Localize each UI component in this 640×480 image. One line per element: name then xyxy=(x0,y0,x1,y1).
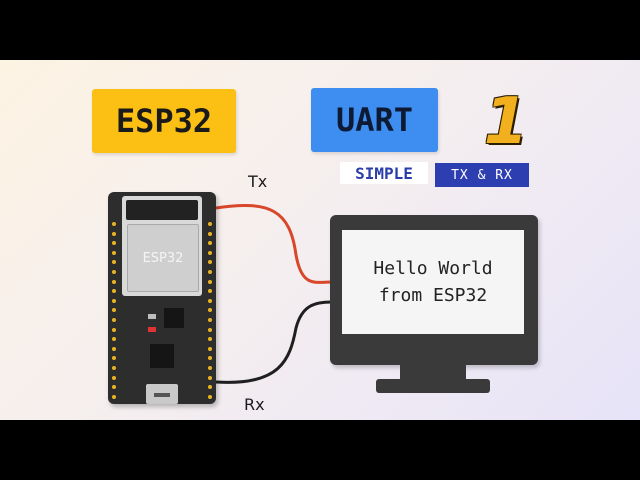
tx-wire xyxy=(215,204,333,284)
pin-icon xyxy=(208,366,212,370)
pin-icon xyxy=(208,346,212,351)
screen-line-2: from ESP32 xyxy=(378,285,488,306)
chip-icon xyxy=(150,344,174,368)
screen-line-1: Hello World xyxy=(373,258,493,279)
pin-icon xyxy=(112,270,116,274)
rx-wire xyxy=(215,300,333,384)
pin-icon xyxy=(208,289,212,294)
subtitle-txrx: TX & RX xyxy=(435,163,529,187)
pin-icon xyxy=(112,394,116,399)
pin-icon xyxy=(112,385,116,390)
pin-icon xyxy=(208,250,212,255)
usb-port-icon xyxy=(146,384,178,404)
pin-icon xyxy=(112,222,116,226)
pin-icon xyxy=(112,241,116,246)
monitor: Hello World from ESP32 xyxy=(330,215,538,365)
pin-icon xyxy=(112,260,116,265)
wires-diagram xyxy=(215,204,333,384)
pin-icon xyxy=(112,308,116,313)
episode-number: 1 xyxy=(483,85,529,159)
pin-icon xyxy=(208,394,212,399)
pin-icon xyxy=(208,337,212,342)
esp32-title-tag: ESP32 xyxy=(92,89,236,153)
led-white-icon xyxy=(148,314,156,319)
antenna-icon xyxy=(126,200,198,220)
esp32-title-text: ESP32 xyxy=(115,102,213,140)
pin-icon xyxy=(112,327,116,332)
led-red-icon xyxy=(148,327,156,332)
subtitle-simple: SIMPLE xyxy=(340,162,428,184)
pin-icon xyxy=(112,231,116,236)
pin-icon xyxy=(208,327,212,332)
pin-icon xyxy=(112,346,116,351)
pin-icon xyxy=(208,298,212,303)
uart-title-tag: UART xyxy=(311,88,438,152)
monitor-neck xyxy=(400,365,466,381)
pin-icon xyxy=(208,385,212,390)
pin-icon xyxy=(112,356,116,361)
pin-icon xyxy=(208,308,212,313)
pin-icon xyxy=(112,337,116,342)
chip-icon xyxy=(164,308,184,328)
pin-icon xyxy=(112,375,116,380)
pin-icon xyxy=(112,298,116,303)
pin-icon xyxy=(208,241,212,246)
pin-icon xyxy=(112,279,116,284)
pin-icon xyxy=(208,270,212,274)
rx-label: Rx xyxy=(244,395,265,414)
pin-icon xyxy=(112,289,116,294)
module-shield: ESP32 xyxy=(127,224,199,292)
pin-icon xyxy=(208,279,212,284)
pin-icon xyxy=(208,375,212,380)
monitor-screen: Hello World from ESP32 xyxy=(342,230,524,334)
pin-icon xyxy=(208,260,212,265)
wifi-module: ESP32 xyxy=(122,196,202,296)
pin-icon xyxy=(112,366,116,370)
esp32-board: ESP32 xyxy=(108,192,216,404)
pin-icon xyxy=(208,231,212,236)
pin-icon xyxy=(112,250,116,255)
module-label: ESP32 xyxy=(142,250,184,266)
tx-label: Tx xyxy=(248,172,268,191)
pin-icon xyxy=(208,318,212,322)
pin-icon xyxy=(112,318,116,322)
thumbnail-frame: ESP32 UART 1 SIMPLE TX & RX Tx Rx ESP32 … xyxy=(0,60,640,420)
uart-title-text: UART xyxy=(335,101,414,139)
pin-icon xyxy=(208,222,212,226)
pin-icon xyxy=(208,356,212,361)
monitor-stand xyxy=(376,379,490,393)
